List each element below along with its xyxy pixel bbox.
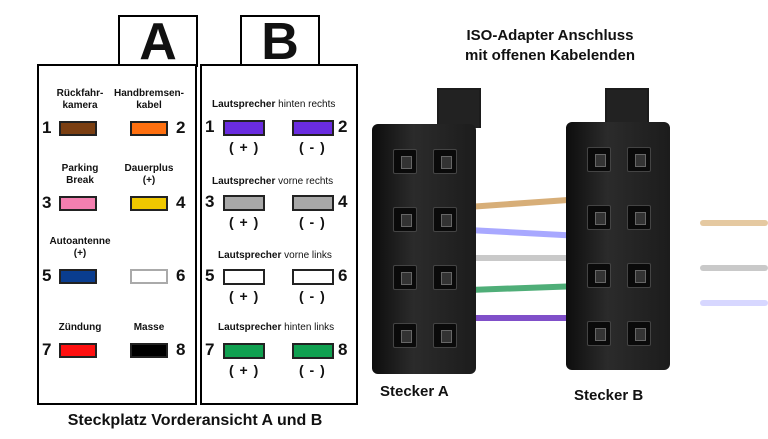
pin-number: 4 <box>176 193 186 212</box>
connector-b-tab: B <box>240 15 320 68</box>
pin-number: 3 <box>42 193 52 212</box>
pin-number-left: 5 <box>205 266 215 285</box>
photo-title-line1: ISO-Adapter Anschluss <box>466 27 634 44</box>
pin-number-right: 8 <box>338 340 348 359</box>
polarity-positive: ( + ) <box>229 214 260 230</box>
caption-stecker-b: Stecker B <box>574 387 644 404</box>
pin-number: 7 <box>42 340 52 359</box>
footer-title: Steckplatz Vorderansicht A und B <box>67 412 323 429</box>
plug-a-terminal <box>393 149 417 174</box>
plug-b-terminal <box>627 147 651 172</box>
wire-color-swatch-negative <box>292 120 334 136</box>
pin-number: 8 <box>176 340 186 359</box>
pin-number-right: 4 <box>338 192 348 211</box>
pin-number: 5 <box>42 266 52 285</box>
plug-b-terminal <box>587 205 611 230</box>
pin-label: Autoantenne (+) <box>49 236 111 259</box>
plug-b-terminal <box>627 321 651 346</box>
pin-number: 2 <box>176 118 186 137</box>
plug-a <box>372 124 476 374</box>
plug-b-terminal <box>587 147 611 172</box>
speaker-label-rest: hinten rechts <box>275 99 336 110</box>
pin-number-left: 1 <box>205 117 215 136</box>
pin-label: Masse <box>133 322 165 333</box>
polarity-negative: ( - ) <box>299 362 326 378</box>
wire-color-swatch <box>130 121 168 136</box>
pin-label: Parking Break <box>61 163 99 186</box>
speaker-label-rest: vorne links <box>281 250 332 261</box>
polarity-positive: ( + ) <box>229 139 260 155</box>
speaker-label: Lautsprecher hinten rechts <box>212 99 335 111</box>
polarity-positive: ( + ) <box>229 288 260 304</box>
wire-color-swatch <box>59 121 97 136</box>
connector-a-tab: A <box>118 15 198 68</box>
wire-color-swatch <box>130 343 168 358</box>
pin-number: 6 <box>176 266 186 285</box>
pin-number-left: 7 <box>205 340 215 359</box>
plug-b-terminal <box>627 263 651 288</box>
speaker-label: Lautsprecher hinten links <box>218 322 334 334</box>
photo-title-line2: mit offenen Kabelenden <box>464 47 636 64</box>
speaker-label: Lautsprecher vorne rechts <box>212 176 333 188</box>
pin-label: Dauerplus (+) <box>124 163 174 186</box>
speaker-label: Lautsprecher vorne links <box>218 250 332 262</box>
plug-b <box>566 122 670 370</box>
pin-label: Rückfahr- kamera <box>56 88 104 111</box>
pin-number-right: 2 <box>338 117 348 136</box>
wire-color-swatch-positive <box>223 343 265 359</box>
connector-b-letter: B <box>261 13 299 71</box>
plug-a-terminal <box>433 149 457 174</box>
wire-color-swatch <box>59 343 97 358</box>
wire-color-swatch <box>130 196 168 211</box>
connector-a-letter: A <box>139 13 177 71</box>
plug-b-terminal <box>587 263 611 288</box>
wire-color-swatch-positive <box>223 120 265 136</box>
plug-b-terminal <box>627 205 651 230</box>
caption-stecker-a: Stecker A <box>380 383 449 400</box>
polarity-positive: ( + ) <box>229 362 260 378</box>
speaker-label-bold: Lautsprecher <box>218 250 282 261</box>
wire-color-swatch-positive <box>223 195 265 211</box>
speaker-label-rest: hinten links <box>281 322 335 333</box>
wire-color-swatch <box>130 269 168 284</box>
plug-a-terminal <box>433 207 457 232</box>
pin-number: 1 <box>42 118 52 137</box>
pin-number-left: 3 <box>205 192 215 211</box>
plug-a-terminal <box>393 323 417 348</box>
wire-color-swatch <box>59 269 97 284</box>
wire-color-swatch-negative <box>292 269 334 285</box>
wire-color-swatch-negative <box>292 195 334 211</box>
polarity-negative: ( - ) <box>299 214 326 230</box>
speaker-label-rest: vorne rechts <box>275 176 334 187</box>
wire-color-swatch-positive <box>223 269 265 285</box>
wire-color-swatch <box>59 196 97 211</box>
speaker-label-bold: Lautsprecher <box>212 176 276 187</box>
plug-a-terminal <box>433 323 457 348</box>
wire-color-swatch-negative <box>292 343 334 359</box>
plug-a-terminal <box>433 265 457 290</box>
plug-b-terminal <box>587 321 611 346</box>
polarity-negative: ( - ) <box>299 139 326 155</box>
speaker-label-bold: Lautsprecher <box>218 322 282 333</box>
pin-label: Zündung <box>58 322 102 333</box>
plug-a-terminal <box>393 207 417 232</box>
speaker-label-bold: Lautsprecher <box>212 99 276 110</box>
plug-a-terminal <box>393 265 417 290</box>
pin-label: Handbremsen- kabel <box>113 88 184 111</box>
polarity-negative: ( - ) <box>299 288 326 304</box>
pin-number-right: 6 <box>338 266 348 285</box>
